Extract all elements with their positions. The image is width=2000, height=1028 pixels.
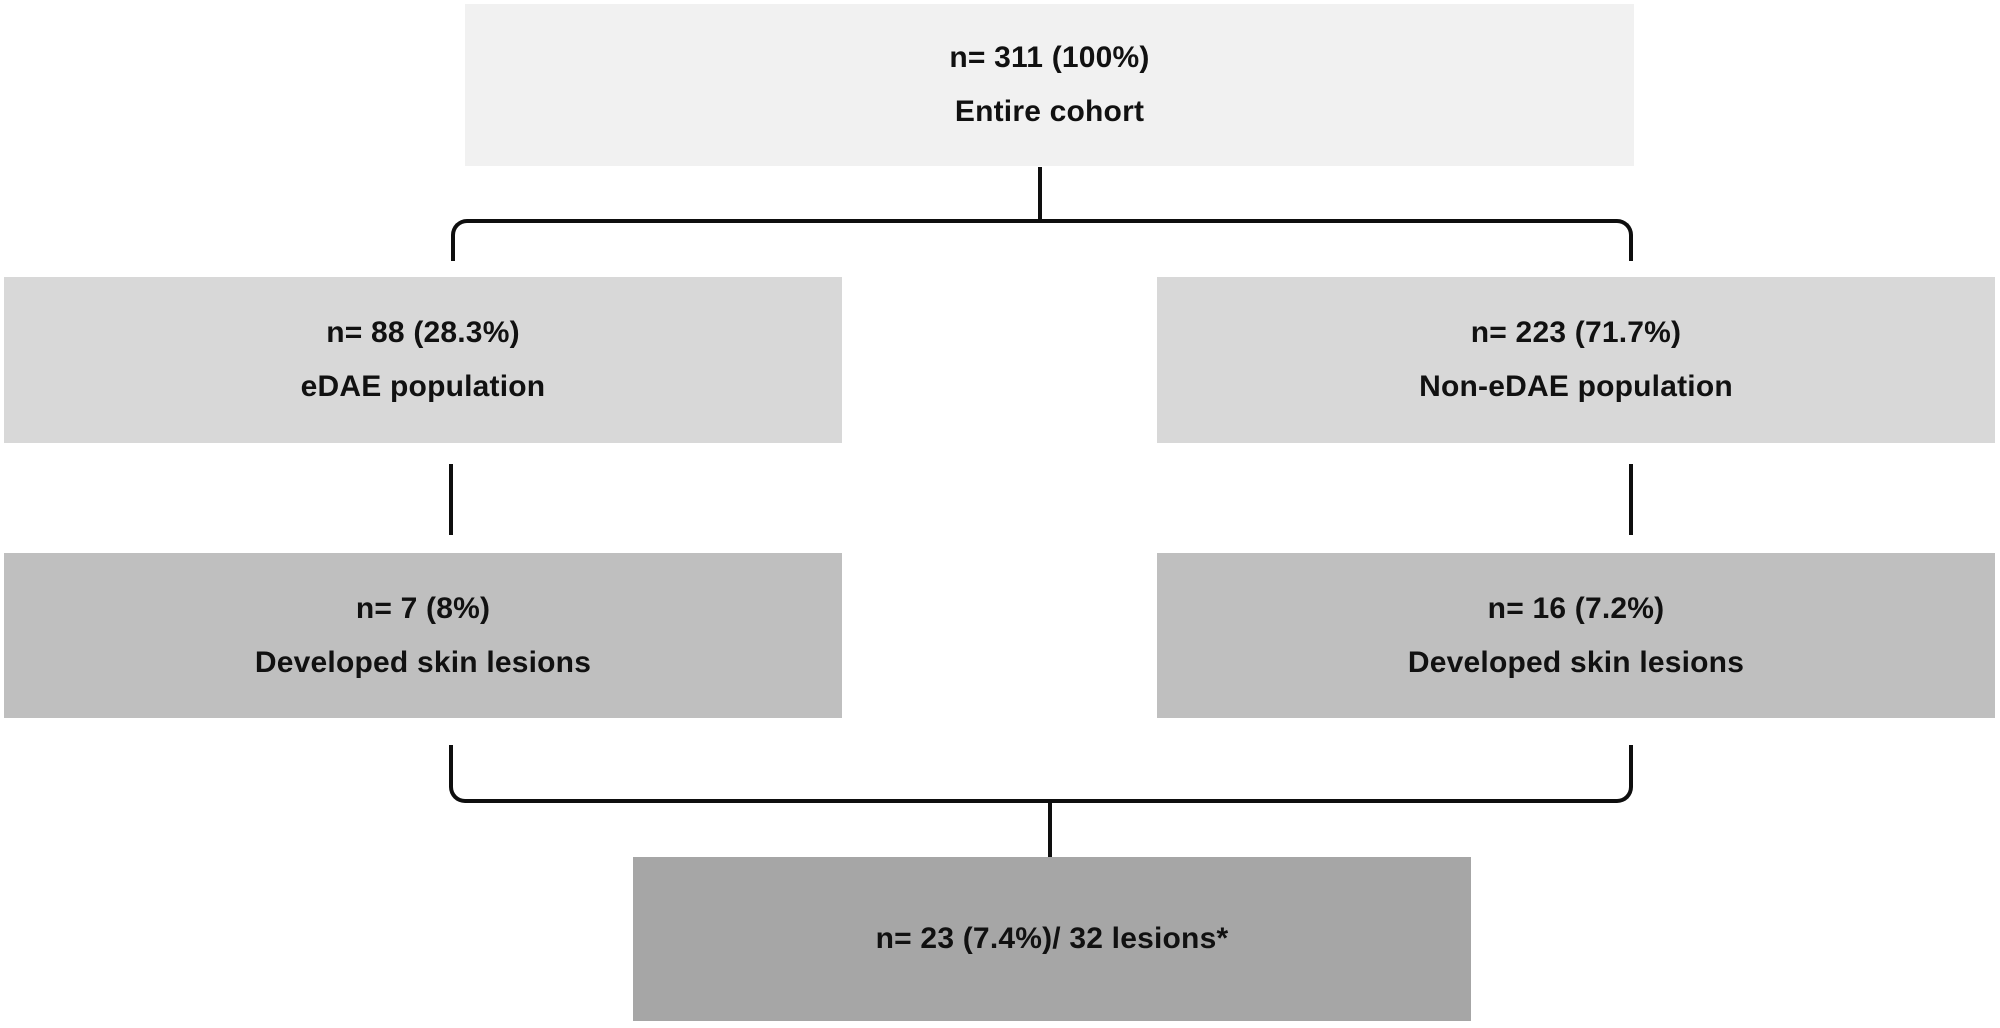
connector-right-vertical xyxy=(1629,464,1633,535)
flow-box-edae-skin-lesions: n= 7 (8%) Developed skin lesions xyxy=(4,553,842,718)
edae-lesions-count: n= 7 (8%) xyxy=(355,591,491,625)
connector-merge-bracket xyxy=(449,745,1633,803)
connector-split-bracket xyxy=(451,219,1633,261)
flow-box-non-edae-skin-lesions: n= 16 (7.2%) Developed skin lesions xyxy=(1157,553,1995,718)
flow-box-total-lesions: n= 23 (7.4%)/ 32 lesions* xyxy=(633,857,1471,1021)
entire-cohort-count: n= 311 (100%) xyxy=(949,41,1150,74)
entire-cohort-label: Entire cohort xyxy=(954,95,1145,128)
connector-left-vertical xyxy=(449,464,453,535)
flow-box-non-edae-population: n= 223 (71.7%) Non-eDAE population xyxy=(1157,277,1995,443)
edae-lesions-label: Developed skin lesions xyxy=(254,645,592,679)
flow-box-entire-cohort: n= 311 (100%) Entire cohort xyxy=(465,4,1634,166)
connector-top-stem xyxy=(1038,167,1042,223)
non-edae-label: Non-eDAE population xyxy=(1419,370,1733,403)
non-edae-lesions-label: Developed skin lesions xyxy=(1407,645,1745,679)
edae-count: n= 88 (28.3%) xyxy=(326,316,520,349)
non-edae-lesions-count: n= 16 (7.2%) xyxy=(1487,591,1665,625)
total-lesions-count: n= 23 (7.4%)/ 32 lesions* xyxy=(875,922,1229,955)
flow-box-edae-population: n= 88 (28.3%) eDAE population xyxy=(4,277,842,443)
non-edae-count: n= 223 (71.7%) xyxy=(1470,316,1682,349)
connector-bottom-stem xyxy=(1048,799,1052,857)
edae-label: eDAE population xyxy=(300,370,546,403)
